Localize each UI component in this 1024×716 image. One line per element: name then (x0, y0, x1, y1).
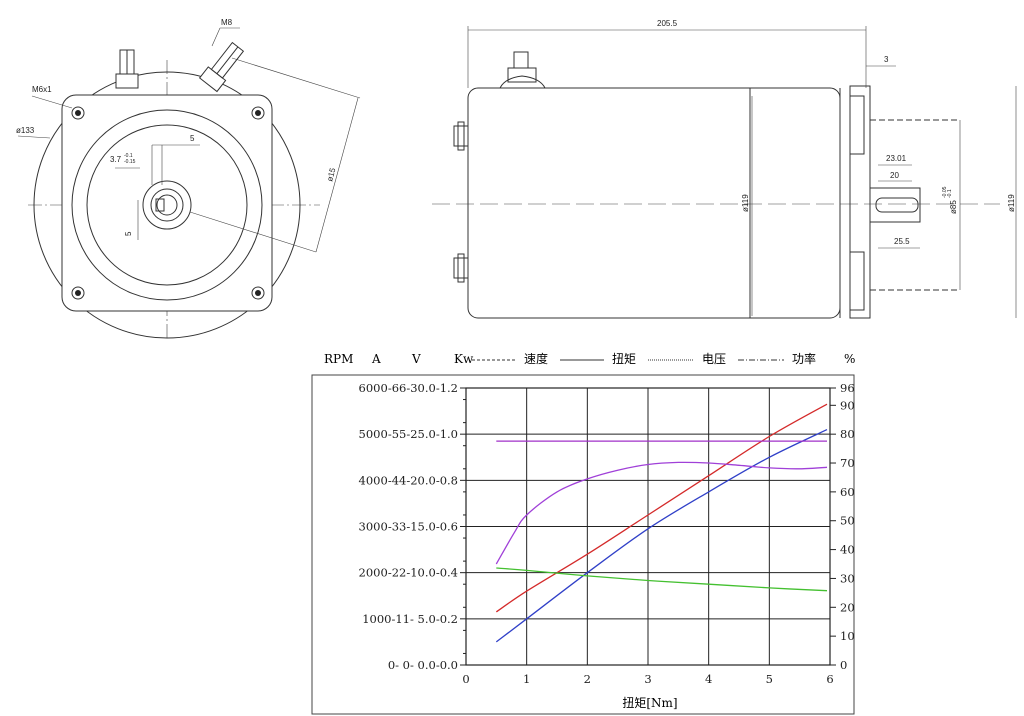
mounting-flange (61, 94, 273, 312)
terminal-angle-label: ø15 (325, 166, 337, 182)
series-line-1 (495, 403, 828, 613)
key-tol-lower: -0.15 (124, 159, 136, 165)
outer-diameter-label: ø133 (16, 126, 35, 135)
terminal-right (198, 41, 245, 93)
right-tick-label: 80 (840, 427, 855, 441)
x-axis-label: 扭矩[Nm] (622, 696, 677, 710)
x-tick-label: 0 (462, 672, 469, 686)
x-tick-label: 1 (523, 672, 530, 686)
outer-diameter-side-label: ø119 (1007, 194, 1016, 212)
unit-kw: Kw (454, 352, 474, 366)
pilot-tol-upper: -0.05 (942, 186, 948, 198)
left-tick-label: 4000-44-20.0-0.8 (359, 473, 458, 487)
side-terminal-bottom (453, 253, 469, 283)
overall-length-label: 205.5 (657, 19, 678, 28)
shaft-length-3-label: 25.5 (894, 237, 910, 246)
pilot-diameter-label: ø85 (949, 200, 958, 214)
pilot-tol-lower: -0.1 (947, 189, 953, 198)
x-tick-label: 5 (766, 672, 773, 686)
key-offset-label: 5 (124, 231, 133, 236)
legend-torque: 扭矩 (612, 352, 636, 366)
left-tick-label: 3000-33-15.0-0.6 (359, 520, 458, 534)
mounting-hole-bl (71, 286, 85, 300)
unit-rpm: RPM (324, 352, 353, 366)
outer-circle (33, 71, 301, 339)
series-line-2 (495, 429, 828, 643)
x-tick-label: 4 (705, 672, 712, 686)
right-tick-label: 0 (840, 658, 847, 672)
x-tick-label: 3 (644, 672, 651, 686)
right-tick-label: 96 (840, 381, 855, 395)
unit-percent: % (844, 352, 855, 366)
hole-label: M6x1 (32, 85, 52, 94)
key-tol-upper: -0.1 (124, 153, 133, 159)
right-tick-label: 90 (840, 398, 855, 412)
mounting-hole-tr (251, 106, 265, 120)
side-flange (849, 85, 871, 319)
x-tick-label: 6 (826, 672, 833, 686)
right-tick-label: 70 (840, 456, 855, 470)
left-tick-label: 5000-55-25.0-1.0 (359, 427, 458, 441)
left-tick-label: 6000-66-30.0-1.2 (359, 381, 458, 395)
chart-header: RPM A V Kw 速度 扭矩 电压 功率 % (324, 351, 855, 366)
unit-v: V (411, 352, 421, 366)
shaft-length-2-label: 20 (890, 171, 899, 180)
terminal-thread-label: M8 (221, 18, 233, 27)
chart-frame (311, 374, 855, 715)
right-tick-label: 40 (840, 543, 855, 557)
side-view: 205.5 3 ø119 ø119 ø85 -0.05 -0.1 23.01 2… (432, 19, 1017, 319)
flange-gap-label: 3 (884, 55, 889, 64)
right-tick-label: 50 (840, 514, 855, 528)
right-tick-label: 60 (840, 485, 855, 499)
series-line-3 (496, 567, 828, 592)
key-width-label: 5 (190, 134, 195, 143)
side-terminal-top (453, 121, 469, 151)
mounting-hole-tl (71, 106, 85, 120)
front-view: M6x1 ø133 M8 ø15 5 3.7 -0.1 -0.15 5 (16, 18, 361, 340)
right-tick-label: 20 (840, 600, 855, 614)
right-tick-label: 30 (840, 571, 855, 585)
side-terminal-post (499, 51, 546, 89)
right-tick-label: 10 (840, 629, 855, 643)
left-tick-label: 1000-11- 5.0-0.2 (362, 612, 458, 626)
legend-power: 功率 (792, 351, 816, 366)
shaft-length-1-label: 23.01 (886, 154, 907, 163)
unit-a: A (371, 352, 381, 366)
legend-speed: 速度 (524, 351, 548, 366)
terminal-left (115, 49, 139, 89)
key-depth-label: 3.7 (110, 155, 122, 164)
mounting-hole-br (251, 286, 265, 300)
motor-body (467, 87, 841, 319)
left-tick-label: 0- 0- 0.0-0.0 (388, 658, 458, 672)
performance-chart: 0 1 2 3 4 5 6 0- 0- 0.0-0.0 1000-11- 5.0-0.2 2000… (359, 381, 855, 686)
legend-voltage: 电压 (702, 352, 726, 366)
left-tick-label: 2000-22-10.0-0.4 (359, 566, 458, 580)
body-diameter-label: ø119 (741, 194, 750, 212)
series-line-5 (495, 461, 828, 565)
x-tick-label: 2 (584, 672, 591, 686)
shaft (869, 187, 921, 223)
